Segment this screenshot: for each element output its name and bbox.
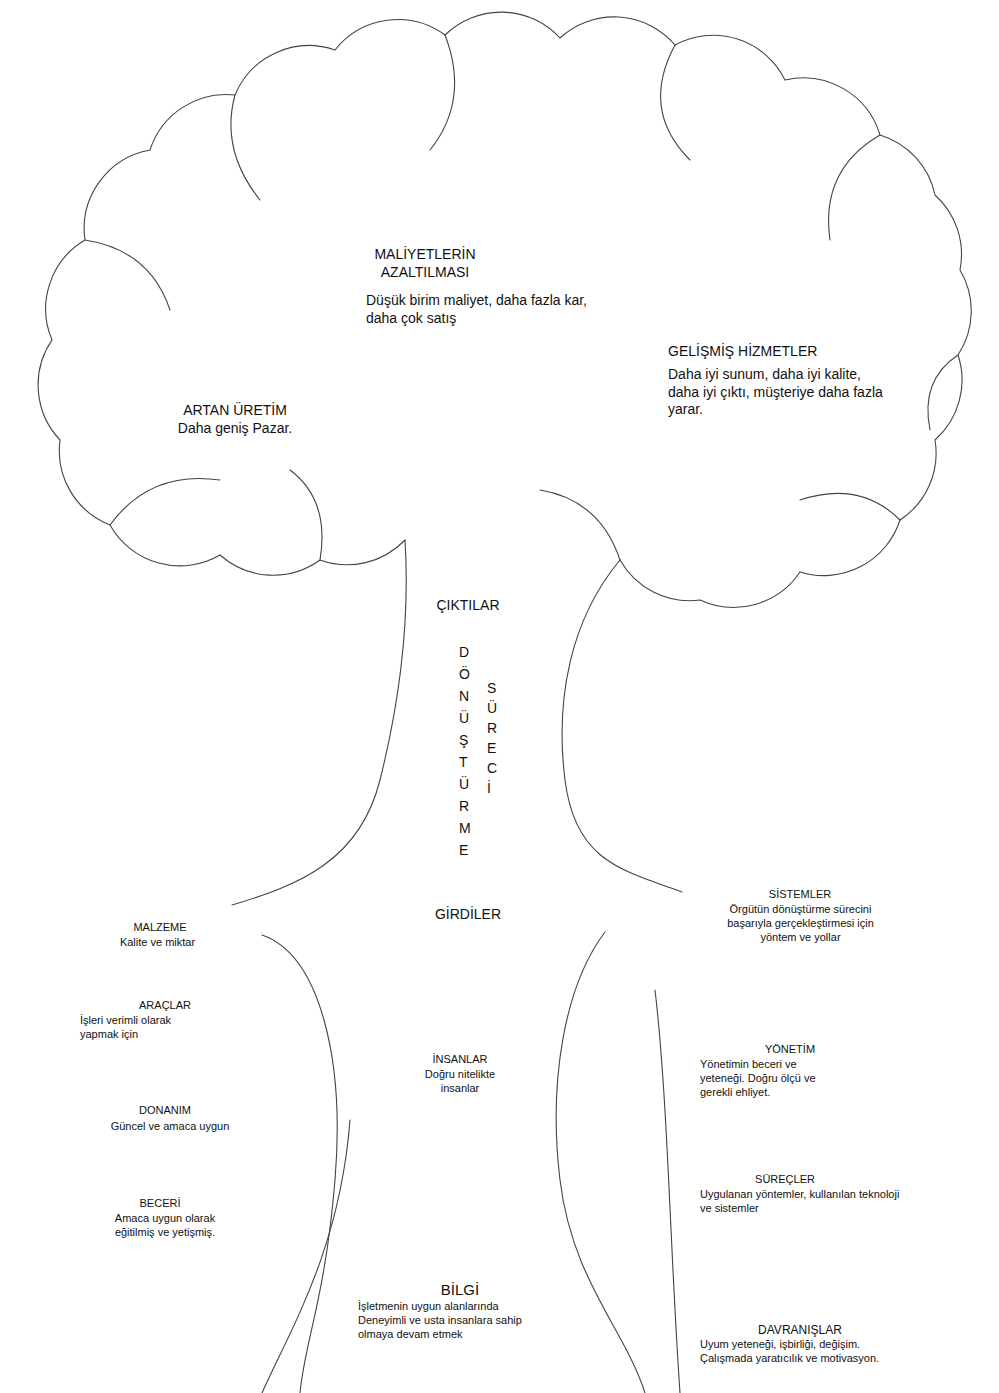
input-text: Yönetimin beceri ve yeteneği. Doğru ölçü… (700, 1058, 820, 1099)
crown-lobe (290, 470, 322, 560)
tree-trunk (232, 540, 406, 905)
input-heading: SÜREÇLER (725, 1173, 845, 1187)
input-heading: BİLGİ (410, 1281, 510, 1300)
crown-lobe (430, 35, 455, 150)
output-text: Daha geniş Pazar. (145, 420, 325, 438)
input-text: Uygulanan yöntemler, kullanılan teknoloj… (700, 1188, 910, 1216)
output-heading: ARTAN ÜRETİM (145, 402, 325, 420)
input-heading: SİSTEMLER (700, 888, 900, 902)
vertical-label: SÜRECİ (487, 678, 494, 798)
input-heading: YÖNETİM (730, 1043, 850, 1057)
input-text: Doğru nitelikte insanlar (415, 1068, 505, 1096)
input-text: Örgütün dönüştürme sürecini başarıyla ge… (718, 903, 883, 944)
crown-lobe (829, 135, 880, 240)
input-text: Amaca uygun olarak eğitilmiş ve yetişmiş… (95, 1212, 235, 1240)
output-text: Daha iyi sunum, daha iyi kalite, daha iy… (668, 366, 883, 419)
output-text: Düşük birim maliyet, daha fazla kar, dah… (366, 292, 611, 327)
tree-root (655, 990, 680, 1393)
crown-lobe (928, 355, 958, 430)
tree-trunk (562, 560, 682, 892)
input-heading: DAVRANIŞLAR (740, 1323, 860, 1338)
input-text: İşletmenin uygun alanlarında Deneyimli v… (358, 1300, 533, 1341)
output-heading: MALİYETLERİN AZALTILMASI (335, 246, 515, 281)
input-heading: DONANIM (110, 1104, 220, 1118)
section-label: GİRDİLER (418, 906, 518, 924)
tree-root (262, 1120, 350, 1393)
tree-crown (38, 12, 971, 607)
input-text: Uyum yeteneği, işbirliği, değişim. Çalış… (700, 1338, 910, 1366)
input-heading: BECERİ (105, 1197, 215, 1211)
crown-lobe (231, 95, 260, 200)
crown-lobe (800, 493, 900, 520)
input-text: İşleri verimli olarak yapmak için (80, 1014, 205, 1042)
input-heading: ARAÇLAR (110, 999, 220, 1013)
crown-lobe (661, 45, 690, 160)
section-label: ÇIKTILAR (418, 597, 518, 615)
vertical-label: DÖNÜŞTÜRME (459, 641, 466, 861)
crown-lobe (540, 490, 620, 560)
input-heading: İNSANLAR (400, 1053, 520, 1067)
tree-root (556, 932, 645, 1393)
crown-lobe (110, 478, 220, 525)
output-heading: GELİŞMİŞ HİZMETLER (668, 343, 893, 361)
input-text: Kalite ve miktar (100, 936, 215, 950)
tree-root (262, 935, 337, 1393)
crown-lobe (85, 240, 170, 310)
input-text: Güncel ve amaca uygun (90, 1120, 250, 1134)
input-heading: MALZEME (105, 921, 215, 935)
